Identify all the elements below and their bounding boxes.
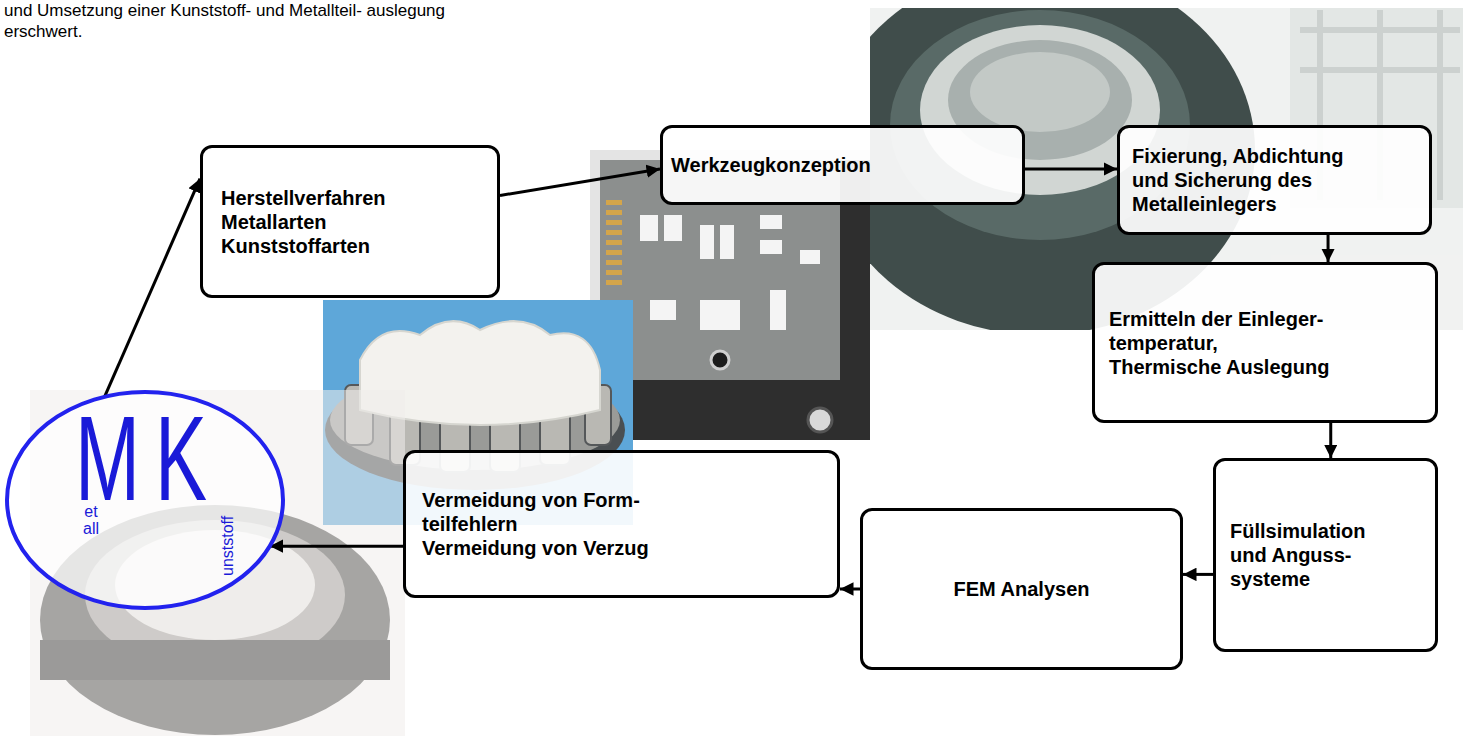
process-box: Füllsimulation und Anguss- systeme (1213, 458, 1438, 652)
box-text: Herstellverfahren (221, 186, 479, 210)
flow-arrow (1183, 573, 1213, 576)
flow-arrow (105, 179, 200, 397)
process-box: Fixierung, Abdichtung und Sicherung des … (1117, 125, 1432, 235)
box-text: FEM Analysen (954, 577, 1090, 601)
logo-ellipse-outline (5, 390, 285, 610)
box-text: Kunststoffarten (221, 234, 479, 258)
process-box: Ermitteln der Einleger- temperatur,Therm… (1092, 262, 1438, 423)
logo-ellipse: Metall Kunststoff (5, 390, 285, 610)
logo-letter: etall (83, 504, 99, 538)
box-text: Vermeidung von Form- teilfehlern (422, 488, 647, 536)
logo-ellipse-shape (7, 392, 283, 608)
box-text: Werkzeugkonzeption (671, 153, 1014, 177)
process-box: HerstellverfahrenMetallartenKunststoffar… (200, 145, 500, 298)
box-text: Vermeidung von Verzug (422, 536, 821, 560)
logo-letter: unststoff (219, 516, 237, 576)
flow-arrow (1025, 168, 1117, 171)
box-text: Thermische Auslegung (1109, 355, 1421, 379)
logo-letter: M (75, 398, 140, 518)
process-box: Vermeidung von Form- teilfehlernVermeidu… (403, 450, 840, 598)
box-text: Metallarten (221, 210, 479, 234)
flow-arrow (840, 588, 860, 591)
box-text: Füllsimulation und Anguss- systeme (1230, 519, 1380, 591)
box-text: Fixierung, Abdichtung und Sicherung des … (1132, 144, 1362, 216)
process-box: FEM Analysen (860, 508, 1183, 670)
flow-arrow (1327, 235, 1330, 262)
intro-text: und Umsetzung einer Kunststoff- und Meta… (4, 0, 464, 43)
flow-arrow (500, 169, 660, 195)
logo-letter: K (155, 398, 207, 518)
flow-arrow (270, 545, 403, 548)
box-text: Ermitteln der Einleger- temperatur, (1109, 307, 1333, 355)
process-box: Werkzeugkonzeption (660, 125, 1025, 205)
flow-arrow (1329, 423, 1332, 458)
